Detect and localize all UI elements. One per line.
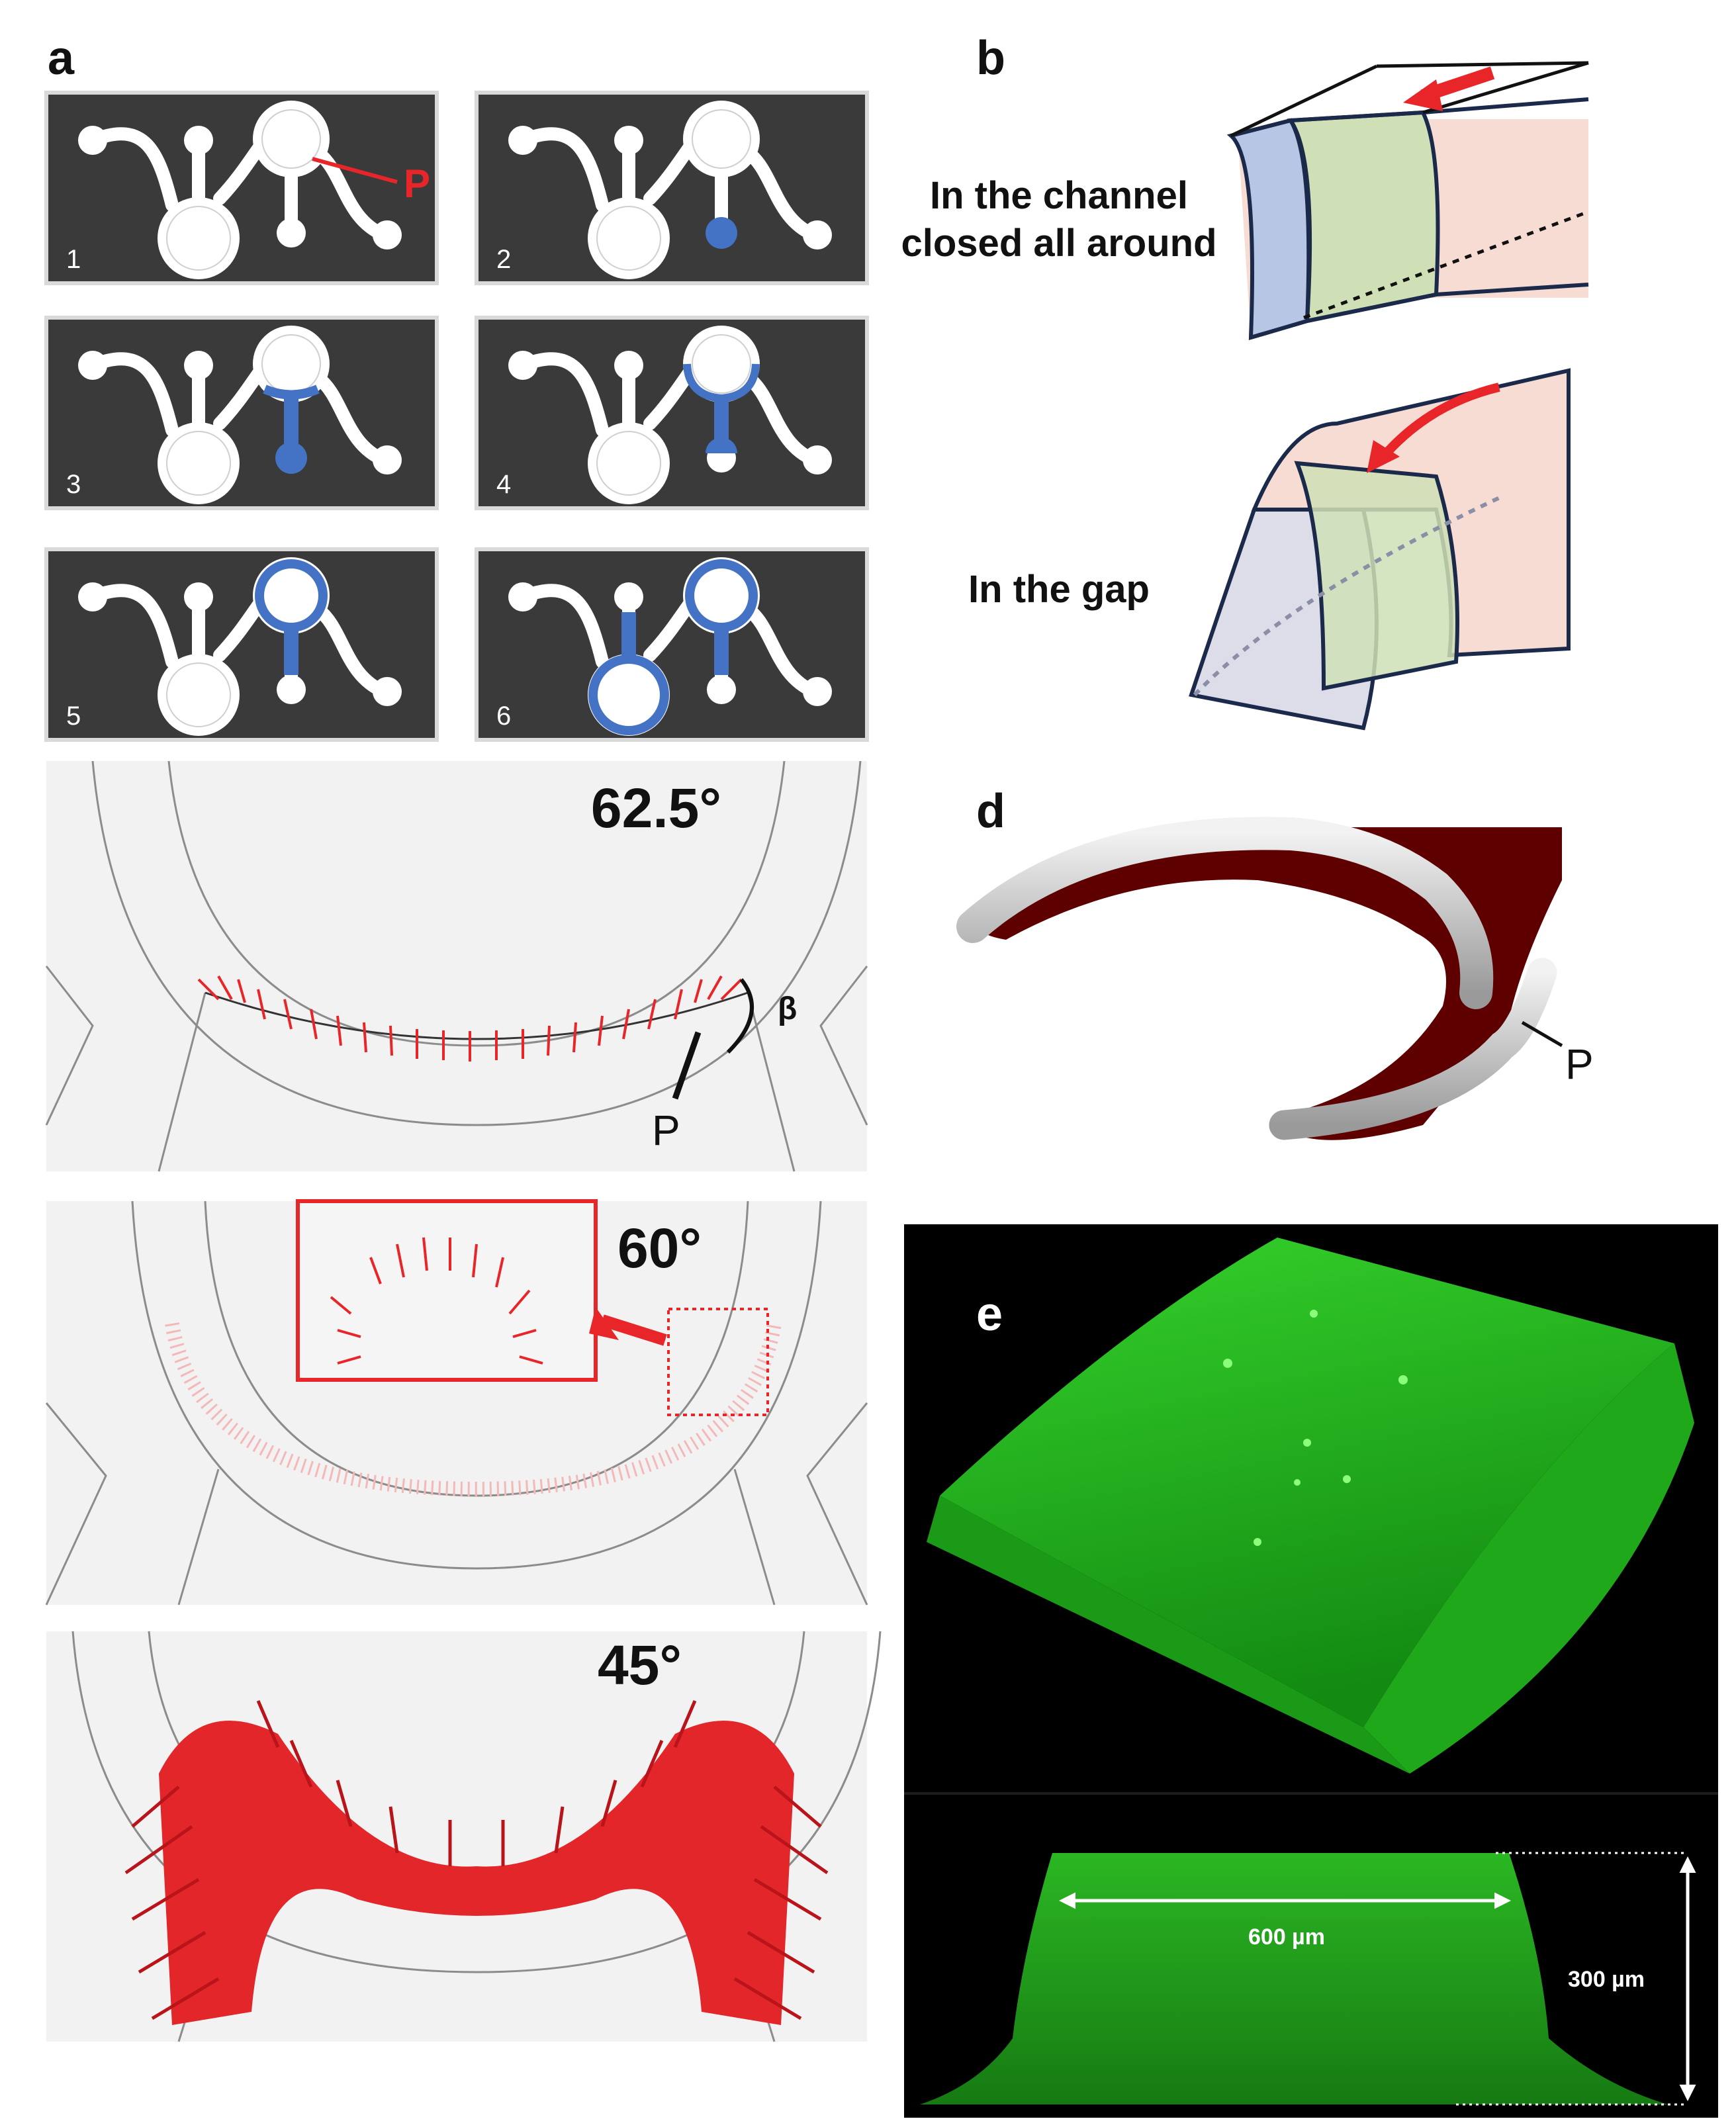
liquid-front-body bbox=[976, 825, 1562, 1140]
pinning-point-label: P bbox=[652, 1107, 680, 1154]
chip-step-1: P 1 bbox=[46, 93, 437, 283]
chip-step-6: 6 bbox=[477, 549, 867, 740]
step-number-5: 5 bbox=[66, 701, 81, 731]
height-dimension-label: 300 µm bbox=[1568, 1967, 1645, 1992]
contact-angle-label-60: 60° bbox=[617, 1217, 702, 1279]
step-number-2: 2 bbox=[496, 245, 511, 274]
panel-e: e 600 µm 300 µm bbox=[904, 1224, 1718, 2118]
chip-step-4: 4 bbox=[477, 318, 867, 508]
step-number-1: 1 bbox=[66, 245, 81, 274]
panel-e-label: e bbox=[976, 1288, 1003, 1341]
contact-angle-label-45: 45° bbox=[598, 1634, 682, 1696]
panel-d: d P bbox=[956, 785, 1594, 1140]
panel-a-label: a bbox=[48, 32, 75, 85]
confocal-cross-section: 600 µm 300 µm bbox=[904, 1792, 1718, 2106]
panel-b-label: b bbox=[976, 32, 1005, 85]
panel-c: c β P 62.5° bbox=[45, 760, 882, 2042]
confocal-3d-volume bbox=[927, 1238, 1694, 1774]
step-number-6: 6 bbox=[496, 701, 511, 731]
pinning-point-label: P bbox=[1565, 1040, 1594, 1088]
panel-d-label: d bbox=[976, 785, 1005, 838]
step-number-3: 3 bbox=[66, 470, 81, 499]
width-dimension-label: 600 µm bbox=[1248, 1924, 1325, 1950]
simulation-60: 60° bbox=[45, 1199, 868, 1605]
pinning-point-label: P bbox=[404, 161, 430, 206]
gap-diagram: In the gap bbox=[968, 368, 1571, 731]
simulation-62-5: β P 62.5° bbox=[45, 760, 868, 1172]
simulation-45: 45° bbox=[46, 1631, 882, 2042]
chip-step-3: 3 bbox=[46, 318, 437, 508]
chip-step-5: 5 bbox=[46, 549, 437, 740]
step-number-4: 4 bbox=[496, 470, 511, 499]
panel-a: a P 1 2 3 4 bbox=[46, 32, 867, 740]
beta-angle-label: β bbox=[778, 991, 797, 1026]
chip-step-2: 2 bbox=[477, 93, 867, 283]
meniscus-rim bbox=[956, 817, 1494, 1009]
gap-caption: In the gap bbox=[968, 568, 1150, 611]
contact-angle-label-62-5: 62.5° bbox=[591, 777, 721, 839]
zoom-inset bbox=[296, 1199, 598, 1382]
